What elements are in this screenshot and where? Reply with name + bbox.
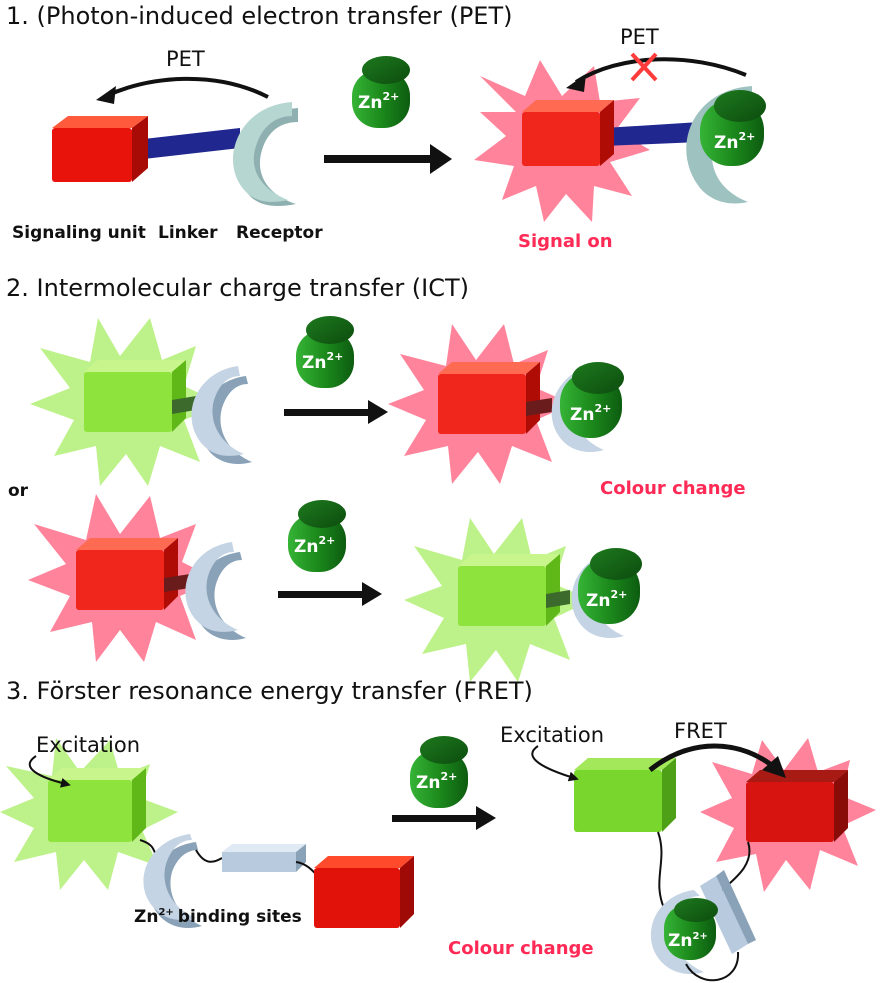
blocked-cross <box>630 52 658 82</box>
fret-heading: 3. Förster resonance energy transfer (FR… <box>6 677 533 705</box>
excitation-label-left: Excitation <box>36 733 140 757</box>
ict-heading: 2. Intermolecular charge transfer (ICT) <box>6 274 469 302</box>
bound-linker <box>604 122 700 146</box>
colour-change-label-2: Colour change <box>448 938 594 959</box>
colour-change-label-1: Colour change <box>600 478 746 499</box>
svg-text:Zn2+: Zn2+ <box>570 402 611 425</box>
reaction-arrow-4 <box>392 806 496 830</box>
pet-label-left: PET <box>166 47 205 71</box>
zinc-ion-4: Zn2+ <box>410 736 468 808</box>
excitation-arrow-left <box>28 755 71 788</box>
zinc-ion-bound-1: Zn2+ <box>700 90 766 166</box>
linker-bar <box>135 128 240 160</box>
excitation-label-right: Excitation <box>500 723 604 747</box>
zinc-ion-2: Zn2+ <box>296 316 354 388</box>
ict-free-sensor-green <box>30 318 252 486</box>
pet-label-right: PET <box>620 25 659 49</box>
ict-free-sensor-red <box>28 494 246 662</box>
svg-text:Zn2+: Zn2+ <box>714 130 755 153</box>
pet-arrow-left-head <box>96 86 116 104</box>
zinc-ion-1: Zn2+ <box>352 56 410 128</box>
pet-bound-sensor: Zn2+ <box>474 60 766 222</box>
svg-text:Zn2+: Zn2+ <box>668 931 708 951</box>
signal-on-label: Signal on <box>518 231 613 252</box>
linker-label: Linker <box>158 223 218 243</box>
fret-bound-sensor: Zn2+ <box>574 738 876 982</box>
reaction-arrow-3 <box>278 582 382 606</box>
svg-text:Zn2+: Zn2+ <box>302 350 343 373</box>
pet-arrow-right <box>574 57 747 84</box>
pet-arrow-right-head <box>566 74 586 92</box>
zinc-ion-3: Zn2+ <box>288 500 346 572</box>
pet-arrow-left <box>105 76 269 99</box>
signaling-unit-block <box>52 116 148 182</box>
pet-heading: 1. (Photon-induced electron transfer (PE… <box>6 2 512 30</box>
binding-sites-label: Zn2+binding sites <box>134 907 302 927</box>
svg-text:Zn2+: Zn2+ <box>294 534 335 557</box>
receptor-label: Receptor <box>236 223 323 243</box>
fret-arrow-head <box>762 756 786 778</box>
fret-arrow <box>648 743 780 772</box>
fret-free-sensor <box>0 738 414 928</box>
fret-label: FRET <box>674 719 727 743</box>
or-label: or <box>8 481 29 501</box>
svg-text:Zn2+: Zn2+ <box>358 90 399 113</box>
receptor-cup <box>232 102 298 206</box>
svg-text:Zn2+: Zn2+ <box>586 588 627 611</box>
excitation-arrow-right <box>531 745 579 782</box>
svg-text:Zn2+: Zn2+ <box>416 770 457 793</box>
pet-free-sensor <box>52 102 298 206</box>
reaction-arrow-1 <box>324 144 452 174</box>
ict-bound-sensor-green: Zn2+ <box>404 518 642 682</box>
reaction-arrow-2 <box>284 400 388 424</box>
signaling-unit-label: Signaling unit <box>12 223 146 243</box>
ict-bound-sensor-red: Zn2+ <box>388 324 624 484</box>
